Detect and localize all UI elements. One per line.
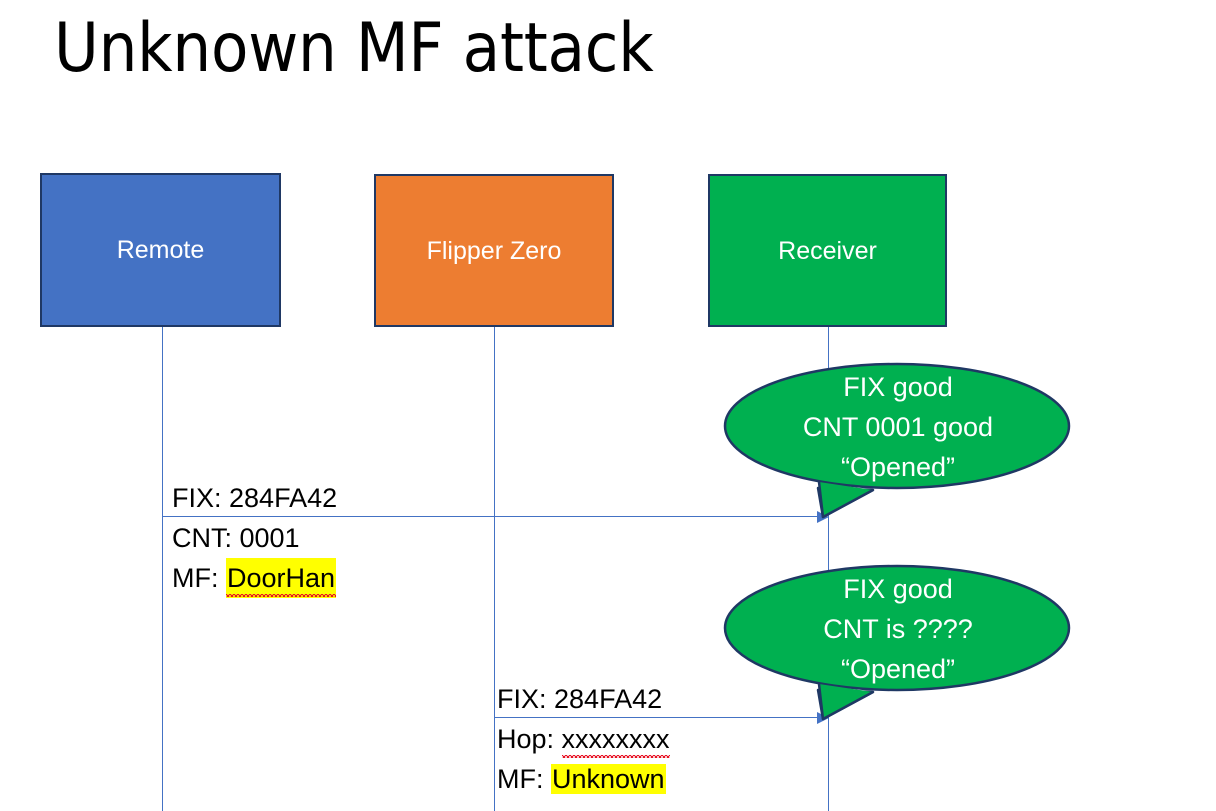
lifeline-flipper bbox=[494, 327, 495, 811]
page-title: Unknown MF attack bbox=[54, 9, 654, 88]
lifeline-remote bbox=[162, 327, 163, 811]
actor-label-receiver: Receiver bbox=[778, 236, 877, 265]
message-line-value-misspelled: xxxxxxxx bbox=[561, 719, 670, 759]
message-line: CNT: 0001 bbox=[172, 518, 337, 558]
message-line-prefix: CNT: bbox=[172, 523, 240, 553]
callout-bubble-1[interactable]: FIX good CNT 0001 good “Opened” bbox=[723, 362, 1073, 522]
message-label-block-2: FIX: 284FA42 Hop: xxxxxxxx MF: Unknown bbox=[497, 679, 670, 799]
message-line-prefix: MF: bbox=[497, 764, 551, 794]
message-line: MF: DoorHan bbox=[172, 558, 337, 598]
message-line-prefix: Hop: bbox=[497, 724, 562, 754]
message-line-value: 284FA42 bbox=[229, 483, 338, 513]
callout-bubble-2[interactable]: FIX good CNT is ???? “Opened” bbox=[723, 564, 1073, 724]
message-line: MF: Unknown bbox=[497, 759, 670, 799]
message-line-prefix: MF: bbox=[172, 563, 226, 593]
message-line-value: 284FA42 bbox=[554, 684, 663, 714]
message-line: FIX: 284FA42 bbox=[497, 679, 670, 719]
message-label-block-1: FIX: 284FA42 CNT: 0001 MF: DoorHan bbox=[172, 478, 337, 598]
actor-box-receiver[interactable]: Receiver bbox=[708, 174, 947, 327]
message-line-prefix: FIX: bbox=[172, 483, 230, 513]
message-line-value: 0001 bbox=[239, 523, 300, 553]
actor-label-flipper: Flipper Zero bbox=[426, 236, 562, 265]
message-line-value-highlighted: DoorHan bbox=[226, 558, 337, 598]
message-line: FIX: 284FA42 bbox=[172, 478, 337, 518]
message-arrow-remote-to-receiver bbox=[163, 516, 821, 517]
message-line-prefix: FIX: bbox=[497, 684, 555, 714]
callout-shape bbox=[723, 362, 1071, 519]
actor-box-flipper[interactable]: Flipper Zero bbox=[374, 174, 614, 327]
callout-shape bbox=[723, 564, 1071, 721]
message-line-value-highlighted: Unknown bbox=[551, 764, 666, 794]
lifeline-receiver bbox=[828, 327, 829, 811]
actor-box-remote[interactable]: Remote bbox=[40, 173, 281, 327]
message-arrow-flipper-to-receiver bbox=[494, 717, 821, 718]
actor-label-remote: Remote bbox=[116, 236, 205, 264]
message-line: Hop: xxxxxxxx bbox=[497, 719, 670, 759]
